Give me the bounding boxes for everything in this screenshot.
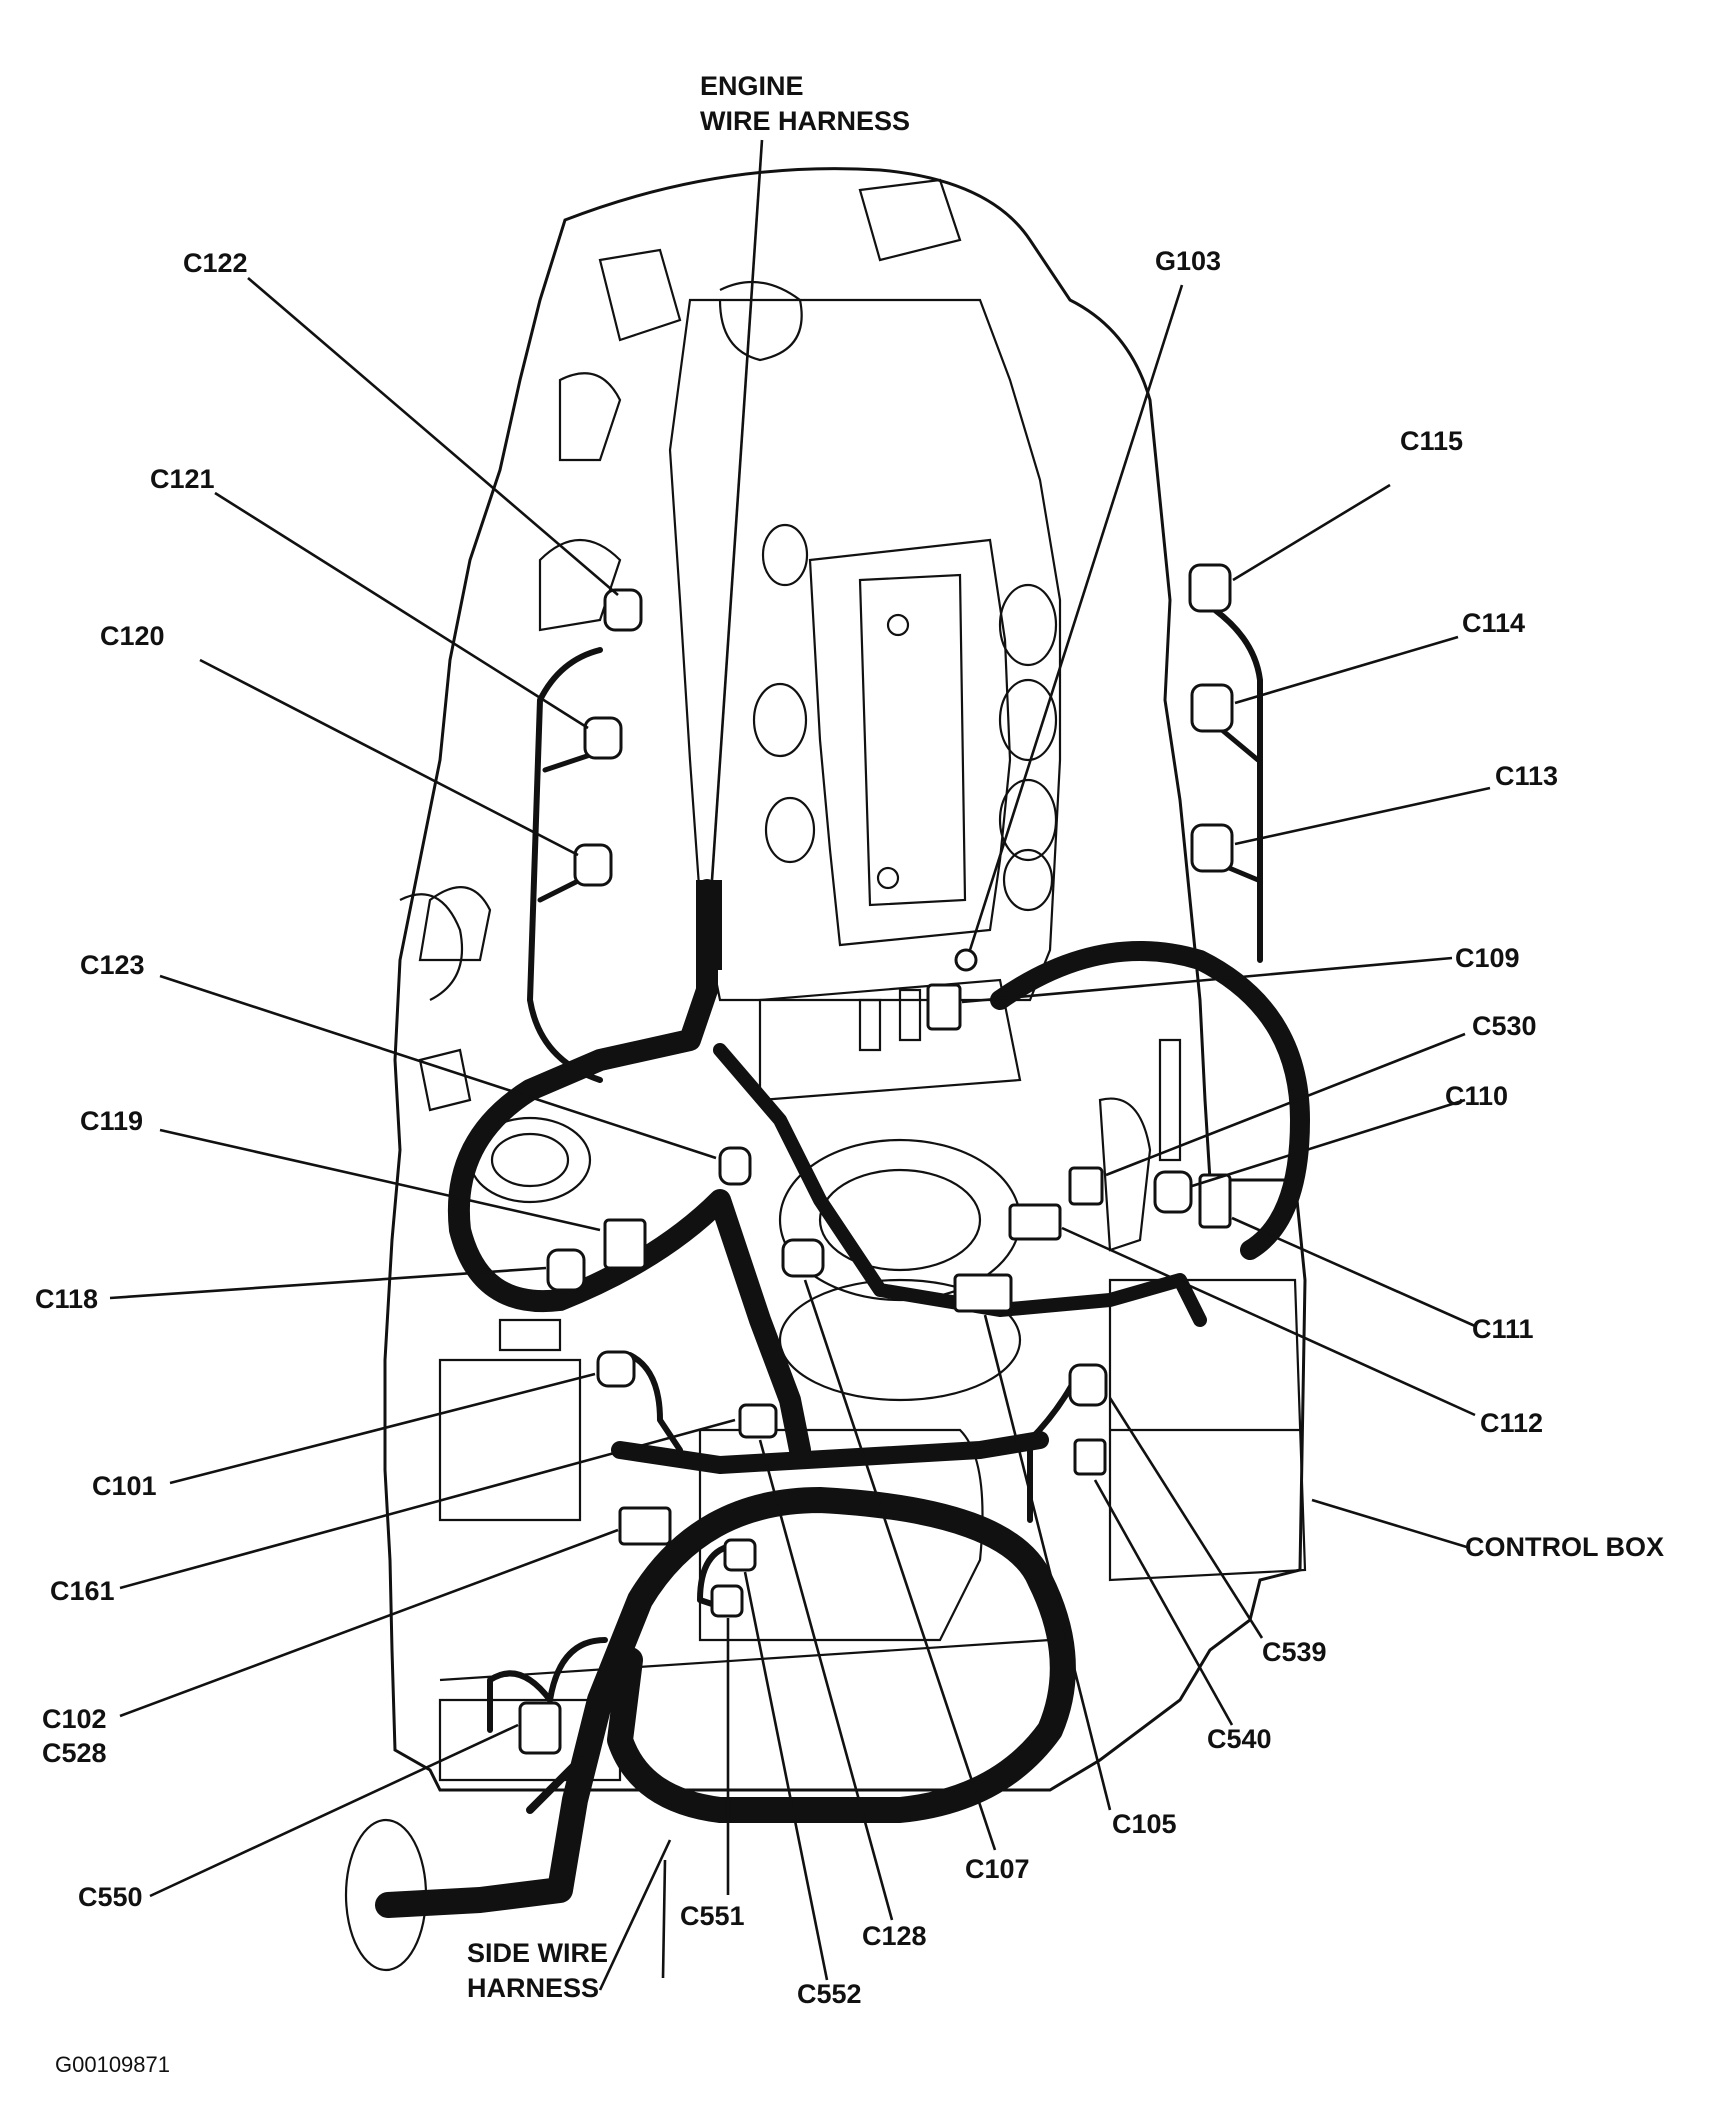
label-c114: C114 (1462, 608, 1525, 638)
connector-c105 (953, 1273, 1013, 1313)
connector-c123 (718, 1146, 752, 1186)
connector-c115 (1188, 563, 1232, 613)
connector-c112 (1008, 1203, 1062, 1241)
ground-g103 (954, 948, 978, 972)
connector-c102 (618, 1506, 672, 1546)
label-c120: C120 (100, 621, 165, 651)
connector-c111 (1198, 1173, 1232, 1229)
label-c115: C115 (1400, 426, 1463, 456)
connector-c120 (573, 843, 613, 887)
connector-c540 (1073, 1438, 1107, 1476)
connector-symbols (518, 563, 1234, 1755)
connector-c128 (738, 1403, 778, 1439)
label-c539: C539 (1262, 1637, 1327, 1667)
engine-harness-label-line1: ENGINE (700, 71, 804, 101)
label-c161: C161 (50, 1576, 115, 1606)
label-c551: C551 (680, 1901, 745, 1931)
connector-c101 (596, 1350, 636, 1388)
label-c552: C552 (797, 1979, 862, 2009)
side-harness-label-line1: SIDE WIRE (467, 1938, 608, 1968)
engine-harness-label-line2: WIRE HARNESS (700, 106, 910, 136)
connector-c539 (1068, 1363, 1108, 1407)
label-c101: C101 (92, 1471, 157, 1501)
connector-c113 (1190, 823, 1234, 873)
side-harness-label-line2: HARNESS (467, 1973, 599, 2003)
figure-id: G00109871 (55, 2052, 170, 2077)
label-g103: G103 (1155, 246, 1221, 276)
label-c110: C110 (1445, 1081, 1508, 1111)
label-c111: C111 (1472, 1314, 1534, 1344)
label-c128: C128 (862, 1921, 927, 1951)
label-c122: C122 (183, 248, 248, 278)
engine-wire-harness (447, 879, 811, 1461)
label-c550: C550 (78, 1882, 143, 1912)
control-box-label: CONTROL BOX (1465, 1532, 1664, 1562)
label-c112: C112 (1480, 1408, 1543, 1438)
label-c123: C123 (80, 950, 145, 980)
connector-c530 (1068, 1166, 1104, 1206)
label-c109: C109 (1455, 943, 1520, 973)
label-c540: C540 (1207, 1724, 1272, 1754)
connector-c552 (723, 1538, 757, 1572)
connector-c550 (518, 1701, 562, 1755)
label-c102: C102 (42, 1704, 107, 1734)
label-c105: C105 (1112, 1809, 1177, 1839)
connector-c110 (1153, 1170, 1193, 1214)
label-c107: C107 (965, 1854, 1030, 1884)
leader-lines (109, 139, 1491, 1991)
connector-c122 (603, 588, 643, 632)
label-c113: C113 (1495, 761, 1558, 791)
labels: ENGINE WIRE HARNESS C122 C121 C120 C123 … (35, 71, 1664, 2077)
engine-harness-end (696, 880, 722, 970)
connector-c109 (926, 983, 962, 1031)
label-c121: C121 (150, 464, 215, 494)
connector-c118 (546, 1248, 586, 1292)
label-c118: C118 (35, 1284, 98, 1314)
wire-harnesses (375, 607, 1310, 1918)
label-c119: C119 (80, 1106, 143, 1136)
control-box-outline (1108, 1278, 1307, 1582)
connector-c119 (603, 1218, 647, 1270)
connector-c114 (1190, 683, 1234, 733)
side-wire-harness (375, 1487, 1076, 1918)
label-c530: C530 (1472, 1011, 1537, 1041)
connector-c121 (583, 716, 623, 760)
connector-c107 (781, 1238, 825, 1278)
label-c528: C528 (42, 1738, 107, 1768)
connector-c551 (710, 1584, 744, 1618)
